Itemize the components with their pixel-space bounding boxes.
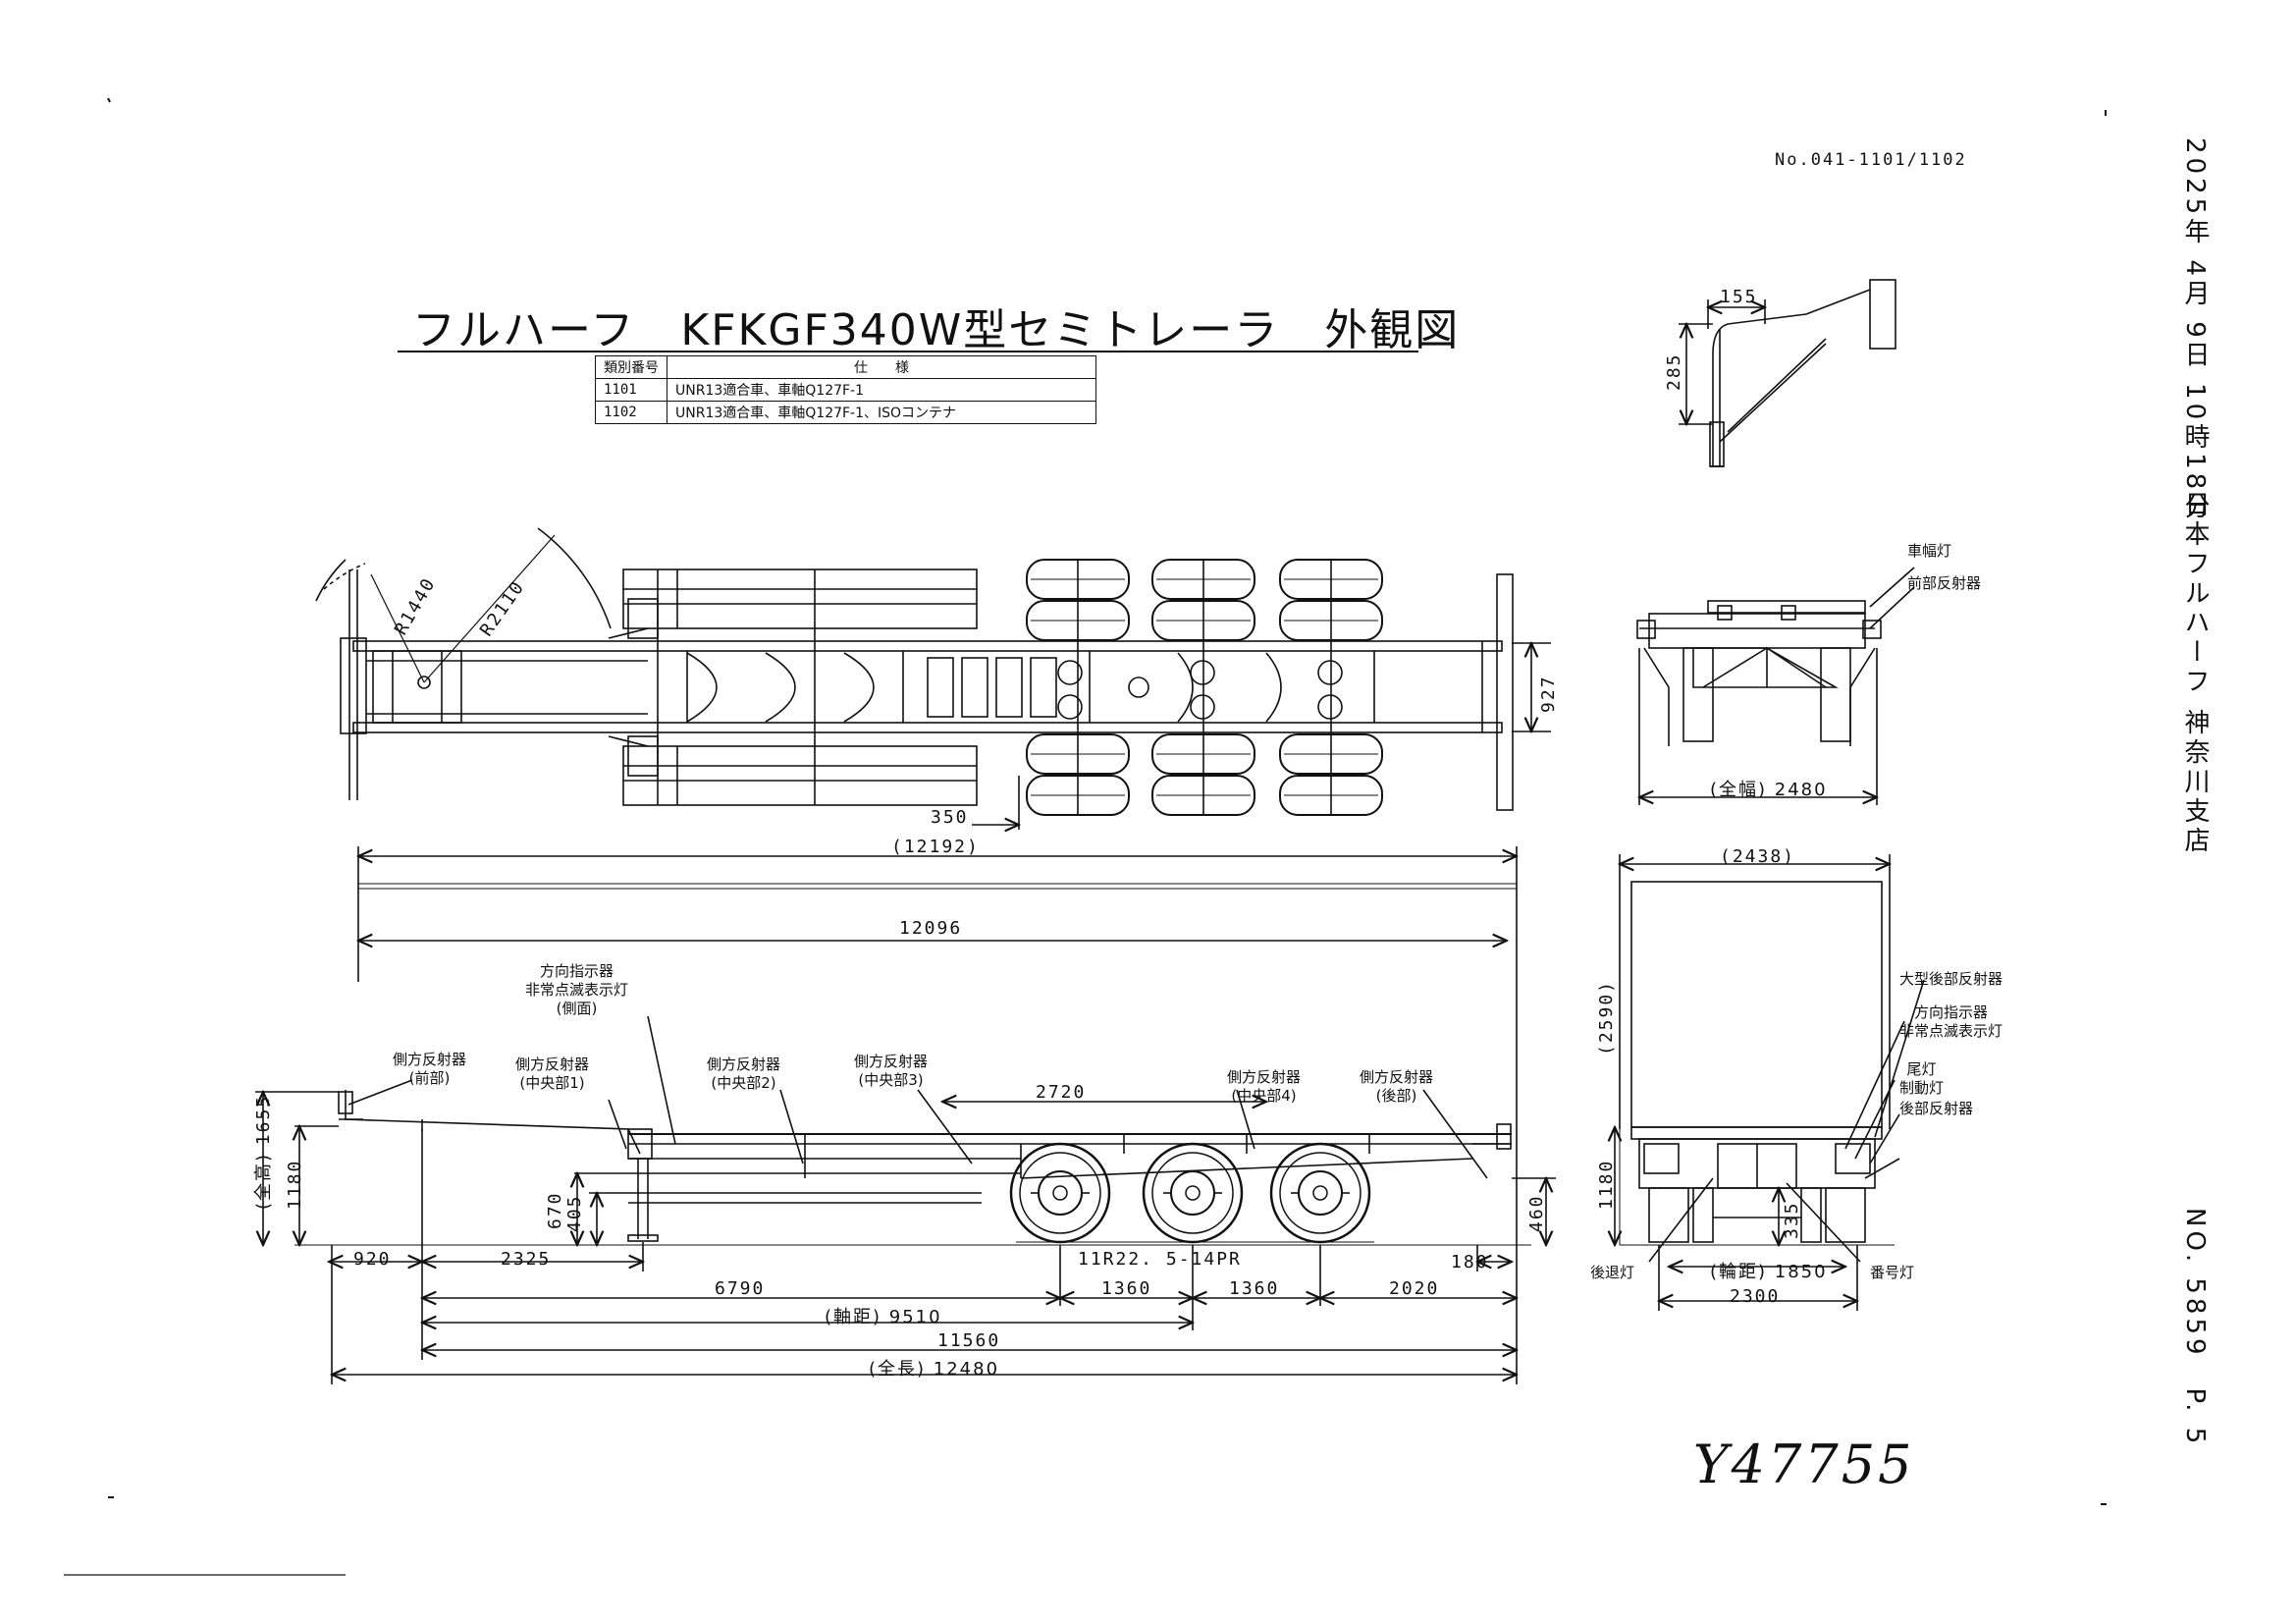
dim-2300: 2300 — [1730, 1286, 1781, 1307]
dim-405: 405 — [564, 1194, 585, 1232]
dim-12096: 12096 — [899, 918, 963, 939]
dim-927: 927 — [1538, 675, 1559, 713]
label-reverse-lamp: 後退灯 — [1590, 1264, 1635, 1281]
spec-row: 1102 UNR13適合車、車軸Q127F-1、ISOコンテナ — [595, 401, 1096, 424]
total-height-label: (全高) — [253, 1152, 274, 1210]
label-line: 方向指示器 — [1914, 1003, 1989, 1021]
dim-670: 670 — [545, 1191, 565, 1229]
spec-table: 類別番号 仕 様 1101 UNR13適合車、車軸Q127F-1 1102 UN… — [595, 355, 1096, 424]
label-side-reflector-rear: 側方反射器 (後部) — [1360, 1068, 1433, 1106]
document-number: No.041-1101/1102 — [1775, 150, 1967, 170]
label-marker-lamp: 車幅灯 — [1907, 542, 1952, 560]
dim-rear-1180: 1180 — [1596, 1159, 1617, 1210]
dim-6790: 6790 — [715, 1278, 766, 1299]
dim-155: 155 — [1720, 287, 1758, 307]
handwritten-note: Y47755 — [1693, 1434, 1915, 1495]
tire-size: 11R22. 5-14PR — [1078, 1249, 1242, 1270]
dim-2590: (2590) — [1596, 979, 1617, 1056]
label-rear-turn-indicator: 方向指示器 非常点滅表示灯 — [1899, 1003, 2002, 1041]
label-line: (中央部1) — [519, 1074, 585, 1092]
label-line: 側方反射器 — [393, 1051, 467, 1068]
rear-view — [1615, 854, 1925, 1311]
dim-track-1850: (輪距) 1850 — [1710, 1262, 1828, 1282]
label-line: 側方反射器 — [515, 1056, 590, 1073]
spec-cell: 1102 — [595, 401, 667, 424]
label-line: 側方反射器 — [1360, 1068, 1434, 1086]
side-view — [255, 1015, 1556, 1384]
label-plate-lamp: 番号灯 — [1870, 1264, 1915, 1281]
label-side-reflector-center3: 側方反射器 (中央部3) — [854, 1053, 928, 1090]
dim-285: 285 — [1664, 352, 1684, 391]
front-view — [1636, 567, 1915, 805]
dim-335: 335 — [1782, 1201, 1802, 1239]
dim-11560: 11560 — [937, 1330, 1001, 1351]
label-line: 側方反射器 — [1227, 1068, 1302, 1086]
print-timestamp: 2025年 4月 9日 10時18分 — [2180, 137, 2210, 523]
label-side-reflector-center2: 側方反射器 (中央部2) — [707, 1056, 780, 1093]
label-tail-brake-lamp: 尾灯 制動灯 — [1899, 1060, 1944, 1098]
label-line: (前部) — [408, 1069, 451, 1087]
dim-12192: (12192) — [891, 837, 980, 857]
label-large-rear-reflector: 大型後部反射器 — [1899, 970, 2003, 988]
dim-overall-length-12480: (全長) 12480 — [869, 1359, 1000, 1380]
spec-cell: UNR13適合車、車軸Q127F-1 — [667, 378, 1096, 402]
label-rear-reflector: 後部反射器 — [1899, 1100, 1974, 1117]
label-line: 側方反射器 — [707, 1056, 781, 1073]
label-line: (側面) — [556, 1000, 598, 1017]
spec-row: 1101 UNR13適合車、車軸Q127F-1 — [595, 378, 1096, 402]
dim-overall-width-2480: (全幅) 2480 — [1710, 780, 1828, 800]
label-line: 方向指示器 — [540, 962, 614, 980]
label-line: (後部) — [1375, 1087, 1417, 1105]
spec-header: 類別番号 — [595, 355, 667, 379]
label-line: 制動灯 — [1899, 1079, 1945, 1097]
dim-460: 460 — [1526, 1194, 1547, 1232]
label-turn-indicator-side: 方向指示器 非常点滅表示灯 (側面) — [525, 962, 628, 1018]
label-line: 非常点滅表示灯 — [1899, 1022, 2003, 1040]
dim-2325: 2325 — [501, 1249, 552, 1270]
label-side-reflector-front: 側方反射器 (前部) — [393, 1051, 466, 1088]
dim-2720: 2720 — [1036, 1082, 1087, 1103]
dim-wheelbase-9510: (軸距) 9510 — [825, 1307, 942, 1327]
label-front-reflector: 前部反射器 — [1907, 574, 1982, 592]
company-name: 日本フルハーフ 神奈川支店 — [2180, 491, 2210, 857]
label-line: (中央部4) — [1231, 1087, 1297, 1105]
label-side-reflector-center4: 側方反射器 (中央部4) — [1227, 1068, 1301, 1106]
label-line: 尾灯 — [1906, 1060, 1937, 1078]
label-side-reflector-center1: 側方反射器 (中央部1) — [515, 1056, 589, 1093]
dim-920: 920 — [353, 1249, 392, 1270]
spec-cell: UNR13適合車、車軸Q127F-1、ISOコンテナ — [667, 401, 1096, 424]
top-view — [315, 527, 1551, 830]
bracket-detail — [1679, 279, 1896, 467]
spec-header-row: 類別番号 仕 様 — [595, 355, 1096, 379]
label-line: (中央部2) — [711, 1074, 776, 1092]
spec-cell: 1101 — [595, 378, 667, 402]
spec-header: 仕 様 — [667, 355, 1096, 379]
label-line: (中央部3) — [858, 1071, 924, 1089]
total-height-value: 1655 — [253, 1094, 274, 1146]
label-line: 側方反射器 — [854, 1053, 929, 1070]
drawing-title: フルハーフ KFKGF340W型セミトレーラ 外観図 — [412, 305, 1461, 355]
page-number: NO. 5859 P. 5 — [2180, 1208, 2210, 1448]
dim-1360-a: 1360 — [1101, 1278, 1152, 1299]
dim-1360-b: 1360 — [1229, 1278, 1280, 1299]
dim-2020: 2020 — [1389, 1278, 1440, 1299]
dim-2438: (2438) — [1720, 846, 1796, 867]
label-line: 非常点滅表示灯 — [525, 981, 629, 999]
dim-180: 180 — [1451, 1252, 1489, 1272]
dim-350: 350 — [931, 807, 969, 828]
dim-1655: (全高) 1655 — [249, 1095, 275, 1210]
dim-1180: 1180 — [285, 1159, 305, 1210]
